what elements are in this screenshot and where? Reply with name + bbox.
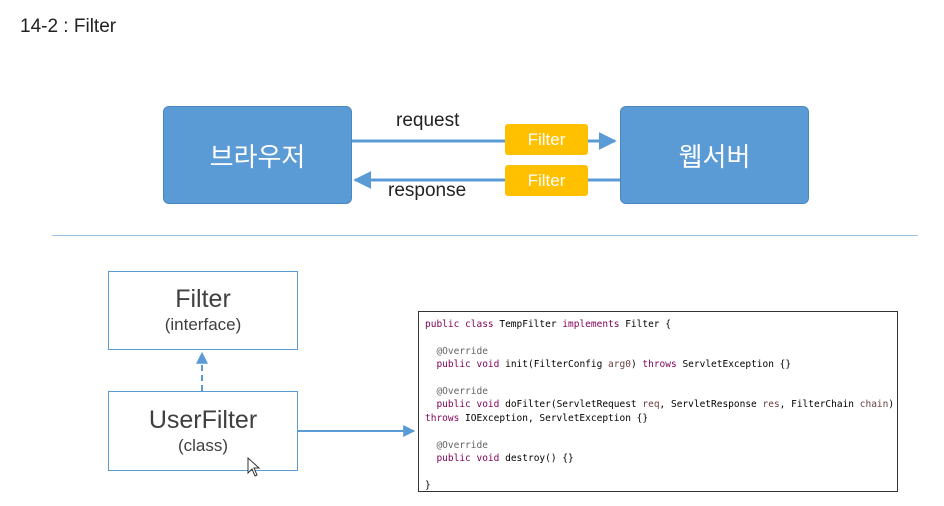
userfilter-class-box: UserFilter (class) [108,391,298,471]
response-filter-label: Filter [527,170,566,190]
request-label: request [396,110,460,131]
interface-stereotype: (interface) [164,315,242,334]
web-server-label: 웹서버 [678,142,751,173]
override-annotation: @Override [436,386,488,398]
override-annotation: @Override [436,345,488,357]
slide-title: 14-2 : Filter [20,16,117,37]
class-stereotype: (class) [177,435,229,455]
section-divider [52,235,918,236]
interface-name: Filter [175,285,231,313]
response-filter-chip: Filter [505,165,588,196]
override-annotation: @Override [436,439,488,451]
browser-label: 브라우저 [209,142,306,173]
request-filter-label: Filter [527,129,566,149]
filter-interface-box: Filter (interface) [108,271,298,350]
mouse-pointer-icon [247,457,261,477]
web-server-box: 웹서버 [620,106,809,204]
browser-box: 브라우저 [163,106,352,204]
request-filter-chip: Filter [505,124,588,155]
class-name: UserFilter [148,405,258,434]
code-panel: public class TempFilter implements Filte… [418,311,898,492]
response-label: response [388,180,467,201]
